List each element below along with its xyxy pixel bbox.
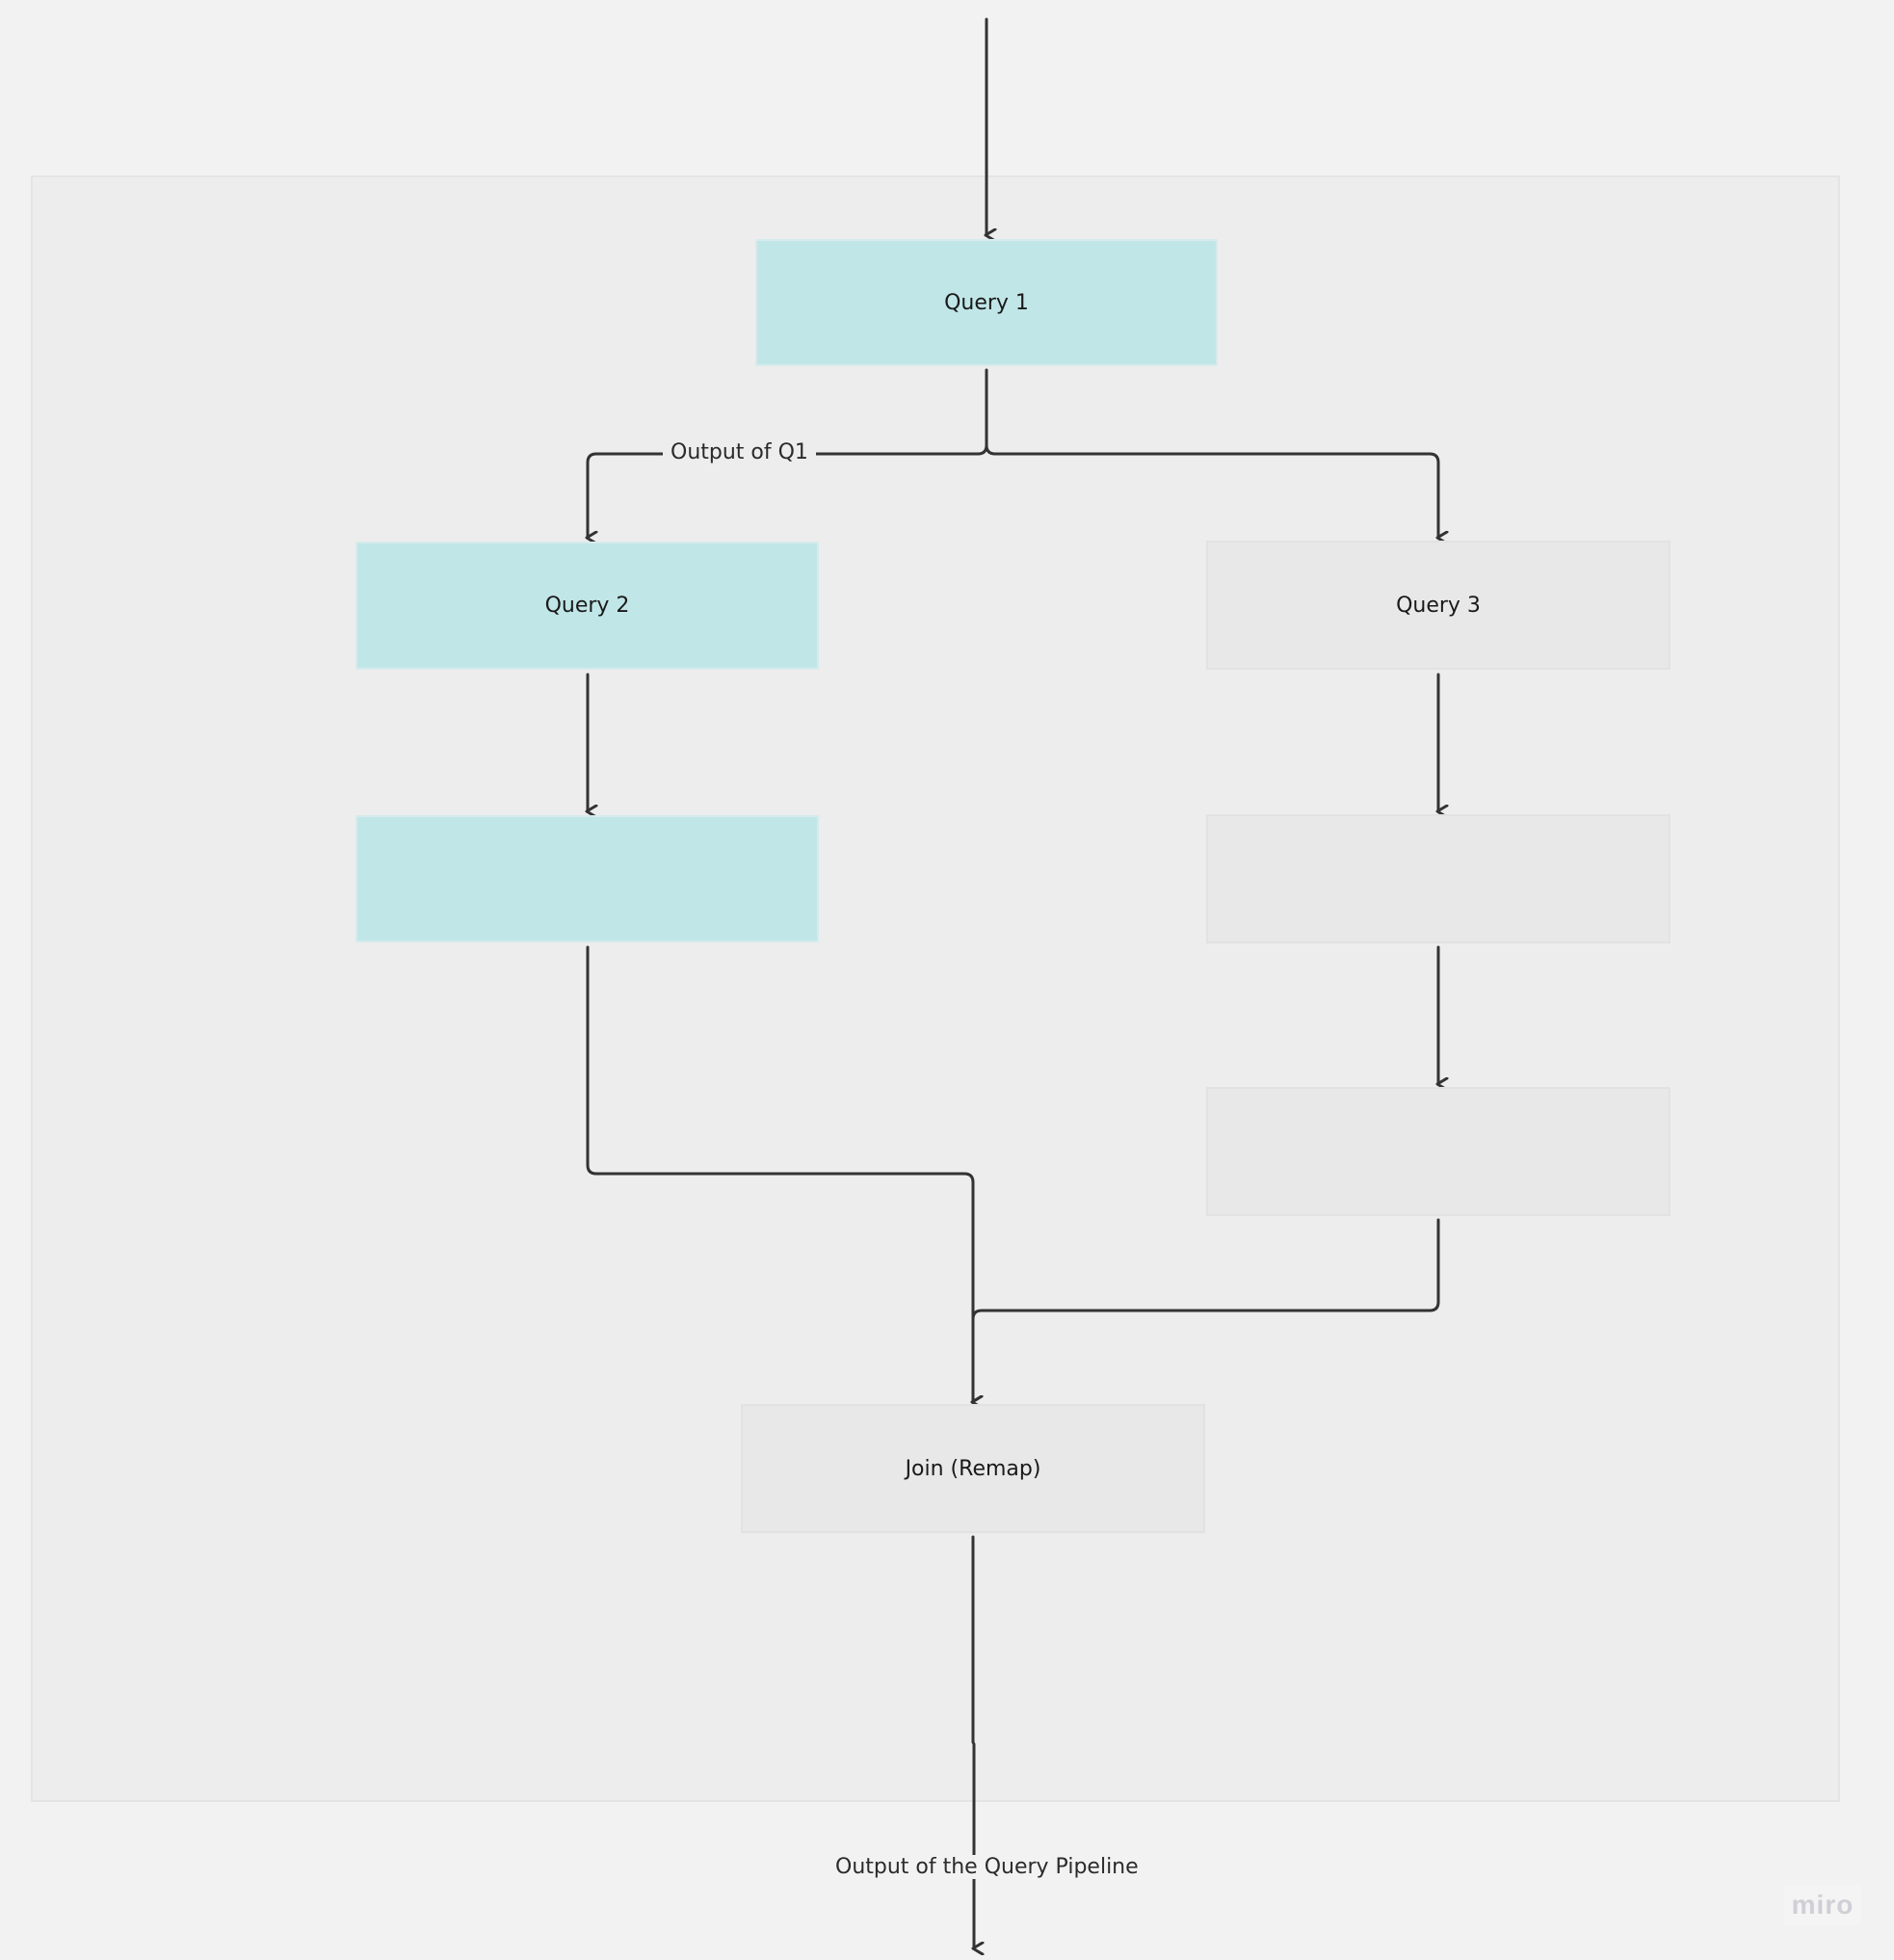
edge-label-pipeline-output: Output of the Query Pipeline (831, 1855, 1143, 1879)
edge-query3-branch-to-join (973, 1218, 1440, 1402)
query-3-node[interactable]: Query 3 (1206, 541, 1670, 670)
query-2-node[interactable]: Query 2 (355, 542, 819, 670)
query-1-node[interactable]: Query 1 (755, 239, 1218, 366)
edge-join-to-output (971, 1535, 974, 1948)
query-3-next-node[interactable] (1206, 814, 1670, 943)
miro-logo: miro (1784, 1885, 1861, 1925)
query-2-next-node[interactable] (355, 815, 819, 942)
edge-query2-branch-to-join (586, 945, 973, 1402)
query-3-next2-node[interactable] (1206, 1087, 1670, 1216)
edge-query1-to-query3 (985, 443, 1438, 538)
join-remap-node[interactable]: Join (Remap) (741, 1404, 1205, 1533)
edge-label-output-of-q1: Output of Q1 (663, 440, 816, 464)
